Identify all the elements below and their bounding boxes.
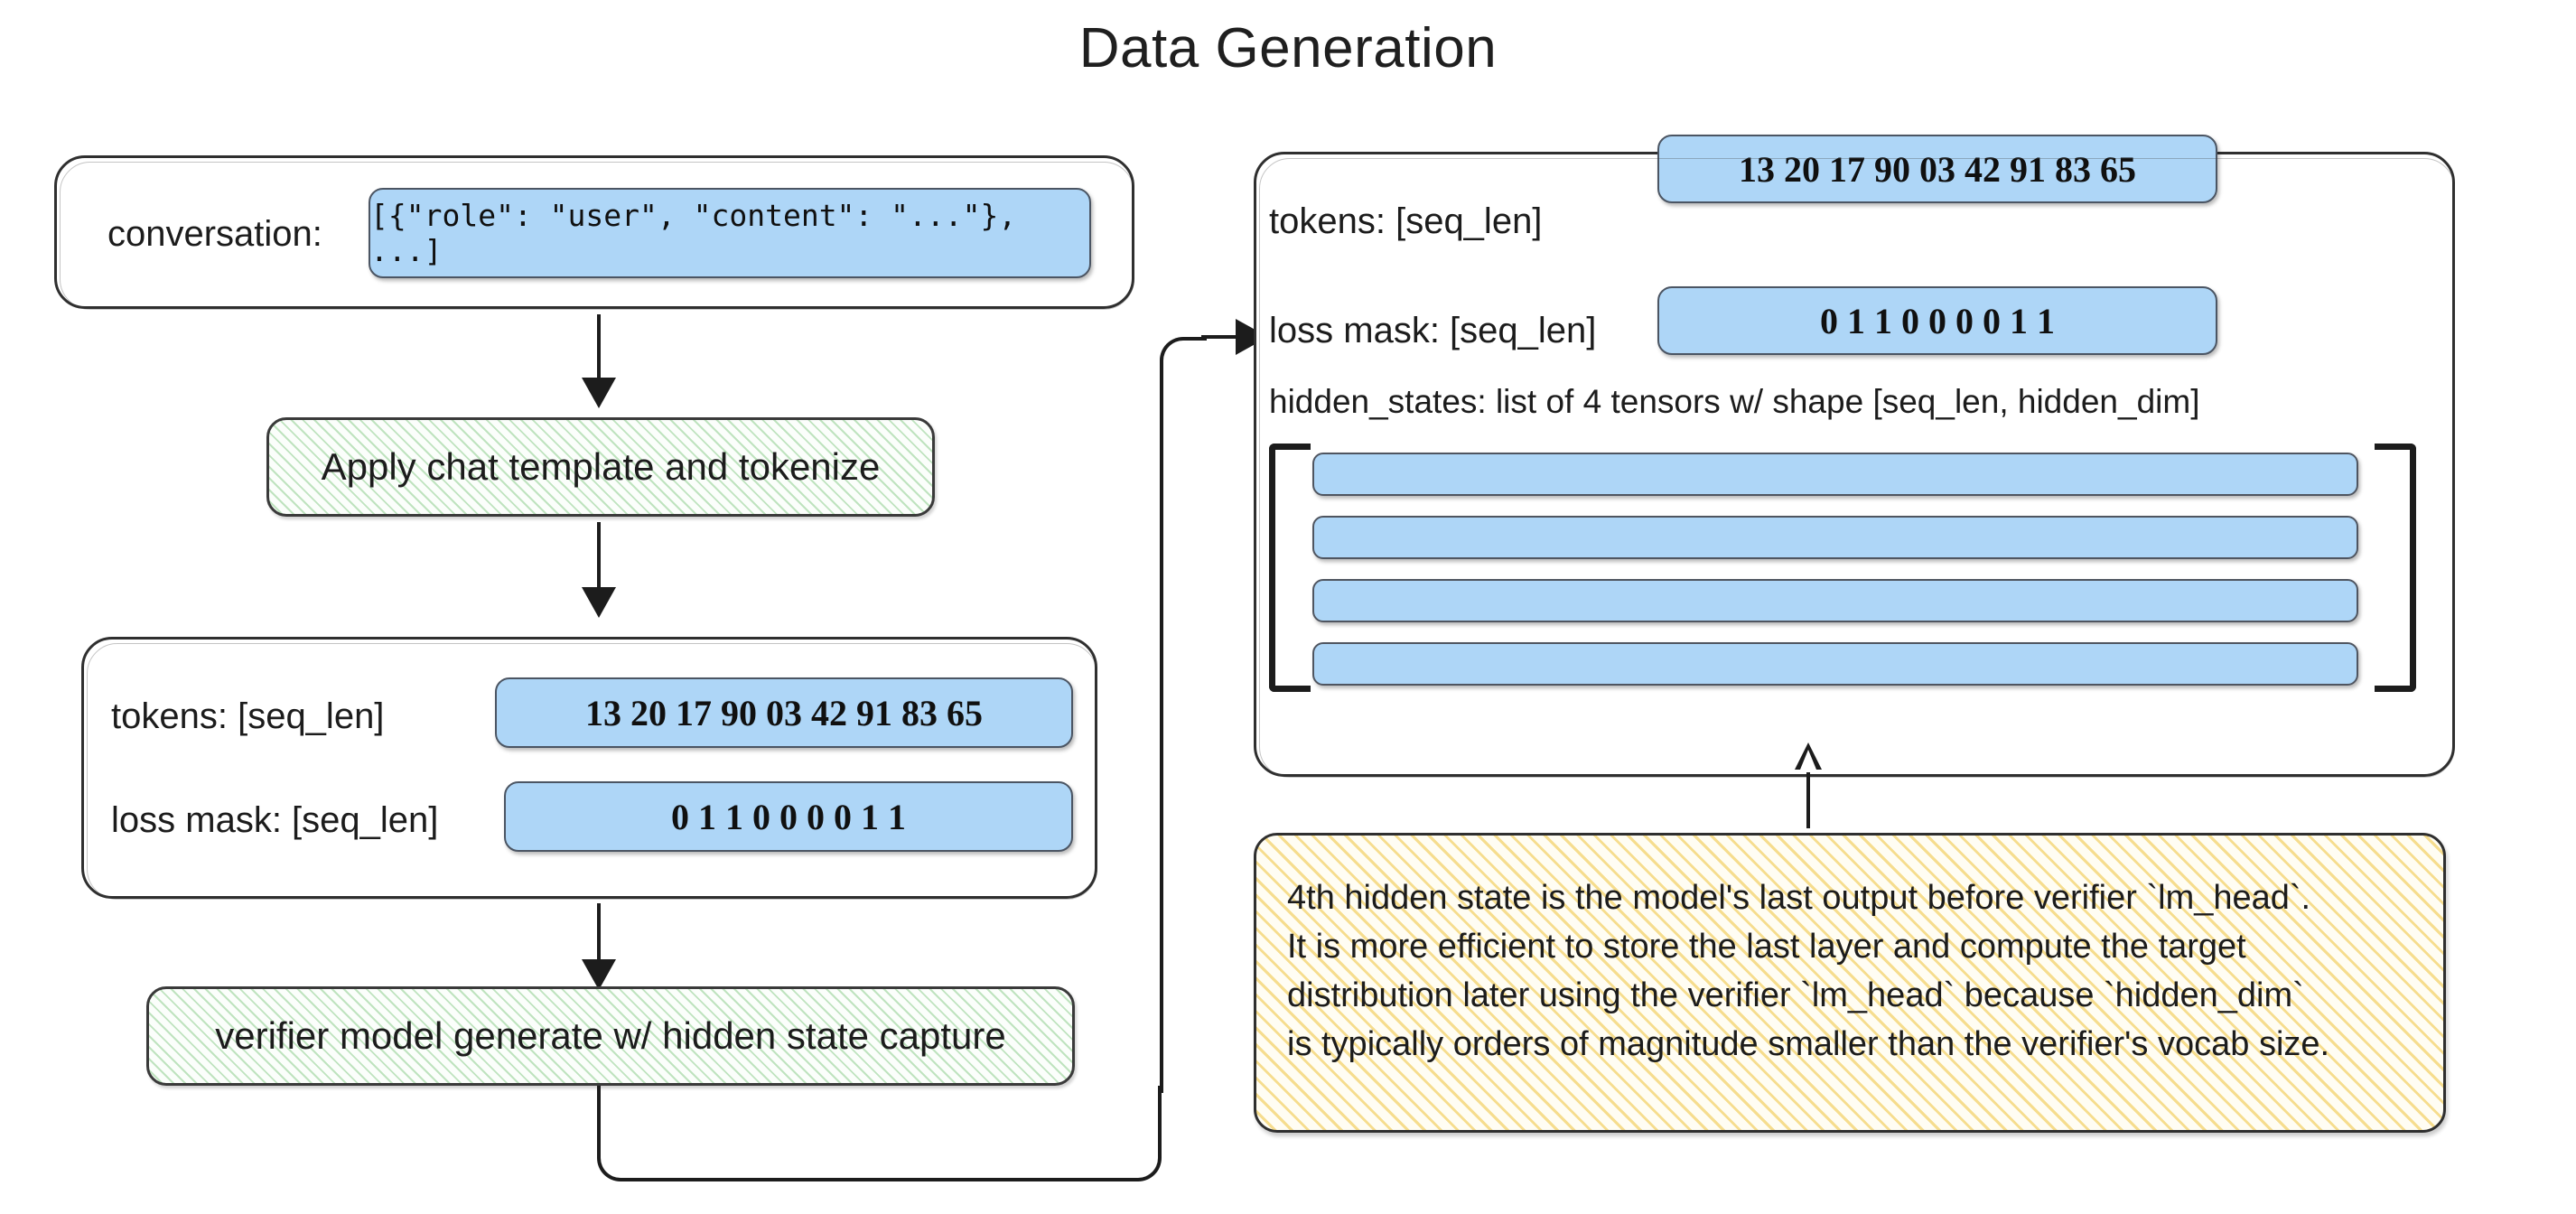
note-text: 4th hidden state is the model's last out… [1287, 873, 2420, 1069]
arrowhead-down-to-tokenize [582, 378, 616, 408]
tokens-values-pill: 13 20 17 90 03 42 91 83 65 [495, 677, 1073, 748]
tensor-bracket-right [2375, 444, 2416, 692]
connector-conversation-to-tokenize [597, 314, 601, 382]
step-apply-chat-template: Apply chat template and tokenize [266, 417, 935, 517]
tensor-bracket-left [1269, 444, 1311, 692]
loss-mask-values-pill: 0 1 1 0 0 0 0 1 1 [504, 781, 1073, 852]
step-apply-chat-template-label: Apply chat template and tokenize [321, 445, 881, 488]
output-loss-mask-values-pill: 0 1 1 0 0 0 0 1 1 [1657, 286, 2217, 355]
arrowhead-down-to-tokens [582, 587, 616, 618]
loss-mask-label: loss mask: [seq_len] [111, 800, 439, 840]
note-line-4: is typically orders of magnitude smaller… [1287, 1025, 2330, 1063]
step-verifier-generate-label: verifier model generate w/ hidden state … [215, 1014, 1006, 1057]
page-title: Data Generation [1078, 17, 1498, 79]
connector-tokens-to-generate [597, 903, 601, 967]
note-line-3: distribution later using the verifier `l… [1287, 976, 2304, 1014]
note-line-2: It is more efficient to store the last l… [1287, 928, 2246, 966]
tokens-loss-mask-box: tokens: [seq_len] 13 20 17 90 03 42 91 8… [81, 637, 1097, 900]
step-verifier-generate: verifier model generate w/ hidden state … [146, 986, 1075, 1086]
arrowhead-up-hollow-to-tensor [1795, 742, 1822, 770]
output-data-box: 13 20 17 90 03 42 91 83 65 tokens: [seq_… [1254, 135, 2455, 778]
conversation-value-pill: [{"role": "user", "content": "..."}, ...… [369, 188, 1091, 278]
hidden-states-label: hidden_states: list of 4 tensors w/ shap… [1269, 383, 2200, 420]
conversation-label: conversation: [107, 214, 322, 254]
tokens-label: tokens: [seq_len] [111, 696, 385, 736]
connector-tokenize-to-tokens [597, 522, 601, 593]
tensor-bar-4 [1312, 642, 2358, 686]
note-line-1: 4th hidden state is the model's last out… [1287, 879, 2311, 917]
connector-generate-to-output-elbow [597, 1086, 1162, 1181]
tensor-bar-1 [1312, 453, 2358, 496]
output-tokens-values-pill: 13 20 17 90 03 42 91 83 65 [1657, 135, 2217, 203]
tensor-bar-2 [1312, 516, 2358, 559]
output-tokens-label-2: tokens: [seq_len] [1269, 201, 1543, 241]
connector-generate-to-output-riser [1160, 361, 1163, 1093]
note-box: 4th hidden state is the model's last out… [1254, 833, 2446, 1133]
arrowhead-down-to-generate [582, 959, 616, 990]
conversation-box: conversation: [{"role": "user", "content… [54, 155, 1134, 310]
output-loss-mask-label: loss mask: [seq_len] [1269, 311, 1597, 350]
tensor-bar-3 [1312, 579, 2358, 622]
connector-generate-to-output-corner [1160, 337, 1207, 364]
connector-note-to-tensor [1806, 772, 1810, 828]
connector-generate-to-output-horizontal [1201, 335, 1242, 339]
